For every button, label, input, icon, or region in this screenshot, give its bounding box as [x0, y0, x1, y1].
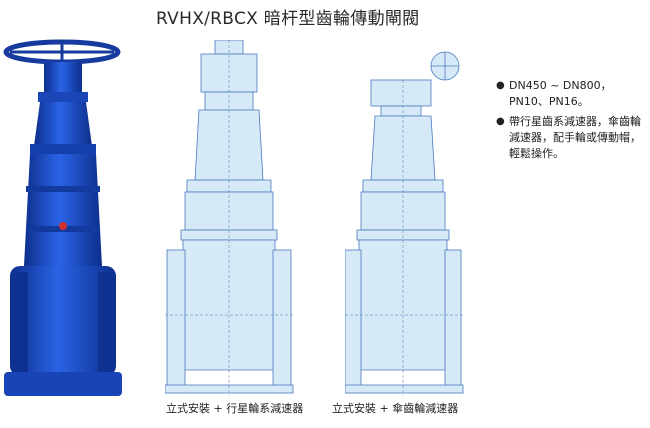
spec-text: 帶行星齒系減速器，傘齒輪減速器，配手輪或傳動帽，輕鬆操作。 [509, 115, 641, 160]
bullet-icon: ● [496, 80, 505, 91]
spec-item: ● 帶行星齒系減速器，傘齒輪減速器，配手輪或傳動帽，輕鬆操作。 [496, 114, 646, 162]
caption-bevel: 立式安裝 + 傘齒輪減速器 [332, 402, 459, 415]
valve-photo [3, 39, 122, 396]
bullet-icon: ● [496, 116, 505, 127]
valve-drawing-planetary [165, 40, 294, 396]
caption-planetary: 立式安裝 + 行星輪系減速器 [166, 402, 304, 415]
page-title: RVHX/RBCX 暗杆型齒輪傳動閘閥 [156, 9, 420, 29]
spec-list: ● DN450 ~ DN800，PN10、PN16。 ● 帶行星齒系減速器，傘齒… [496, 78, 646, 166]
valve-drawing-bevel [345, 51, 464, 396]
spec-text: DN450 ~ DN800，PN10、PN16。 [509, 79, 612, 108]
spec-item: ● DN450 ~ DN800，PN10、PN16。 [496, 78, 646, 110]
